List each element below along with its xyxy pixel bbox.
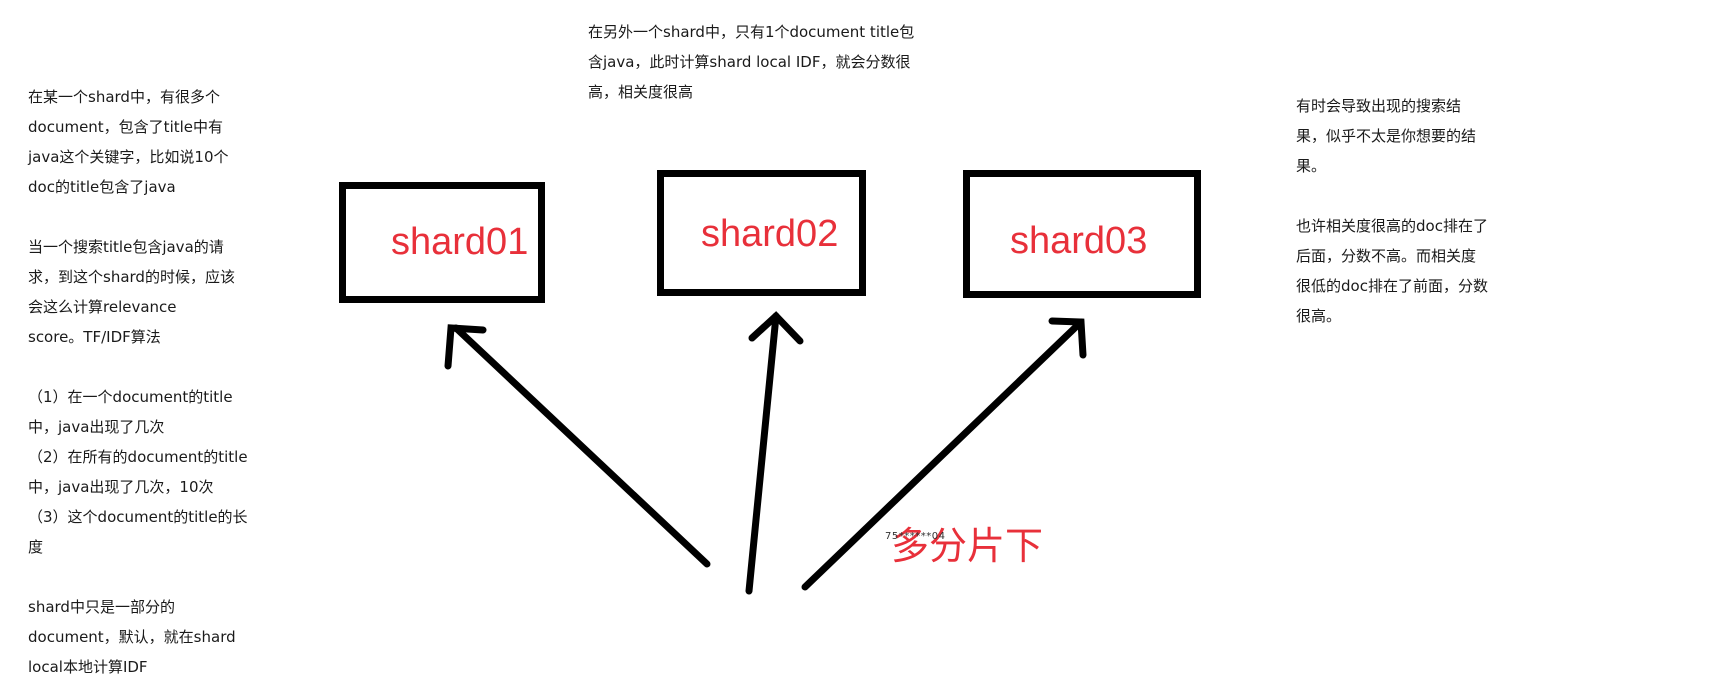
arrow-to-shard01 bbox=[444, 324, 711, 568]
note-right-relevance-issue: 有时会导致出现的搜索结 果，似乎不太是你想要的结 果。 也许相关度很高的doc排… bbox=[1296, 97, 1488, 325]
multi-shard-label: 多分片下 bbox=[891, 524, 1044, 568]
note-left-tfidf-explanation: 在某一个shard中，有很多个 document，包含了title中有 java… bbox=[28, 88, 248, 676]
arrow-to-shard02 bbox=[745, 311, 804, 595]
shard-label-03: shard03 bbox=[1010, 220, 1148, 262]
watermark: 75******04 bbox=[885, 531, 946, 542]
shard-box-01: shard01 bbox=[339, 182, 545, 303]
shard-box-03: shard03 bbox=[963, 170, 1201, 298]
arrow-to-shard03 bbox=[801, 317, 1087, 591]
note-top-shard-local-idf: 在另外一个shard中，只有1个document title包 含java，此时… bbox=[588, 23, 915, 101]
shard-label-01: shard01 bbox=[391, 221, 529, 263]
shard-box-02: shard02 bbox=[657, 170, 866, 296]
shard-label-02: shard02 bbox=[701, 213, 839, 255]
